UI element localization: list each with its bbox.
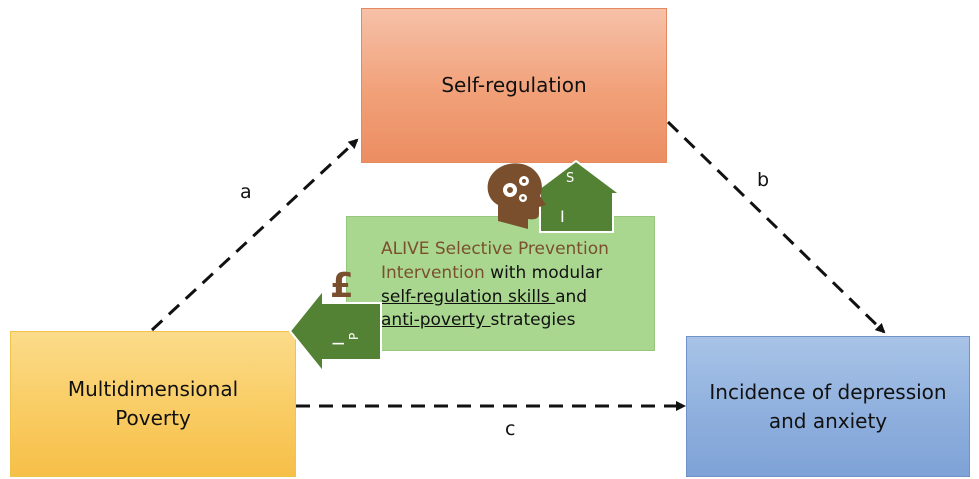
path-c-label: c [505, 418, 516, 440]
self-regulation-box: Self-regulation [361, 8, 667, 163]
intervention-name-line2: Intervention [381, 262, 485, 283]
poverty-box: Multidimensional Poverty [10, 331, 296, 477]
is-marker-letter: I [560, 207, 565, 226]
intervention-strategies: strategies [490, 310, 576, 331]
intervention-skills: self-regulation skills [381, 286, 556, 307]
path-a-arrow [150, 138, 359, 332]
is-marker-sub: S [566, 171, 574, 186]
intervention-text-modular: with modular [484, 262, 603, 283]
incidence-label-line1: Incidence of depression [709, 379, 947, 404]
is-up-arrow [529, 159, 623, 233]
poverty-label-line2: Poverty [115, 406, 191, 430]
intervention-name-line1: ALIVE Selective Prevention [381, 239, 609, 259]
ip-left-arrow [288, 287, 382, 375]
incidence-label-line2: and anxiety [768, 408, 888, 433]
pound-icon: £ [330, 266, 354, 306]
head-gears-icon [487, 163, 546, 229]
path-b-label: b [757, 169, 770, 191]
path-b-arrow [666, 120, 886, 334]
path-a-label: a [240, 181, 252, 203]
incidence-box: Incidence of depression and anxiety [686, 336, 970, 477]
intervention-and: and [555, 286, 588, 307]
ip-marker-sub: P [347, 333, 361, 340]
poverty-label-line1: Multidimensional [67, 377, 239, 401]
ip-marker-letter: I [329, 341, 348, 346]
self-regulation-label: Self-regulation [441, 73, 587, 97]
intervention-box: ALIVE Selective Prevention Intervention … [346, 216, 655, 351]
intervention-anti-poverty: anti-poverty [381, 310, 491, 331]
